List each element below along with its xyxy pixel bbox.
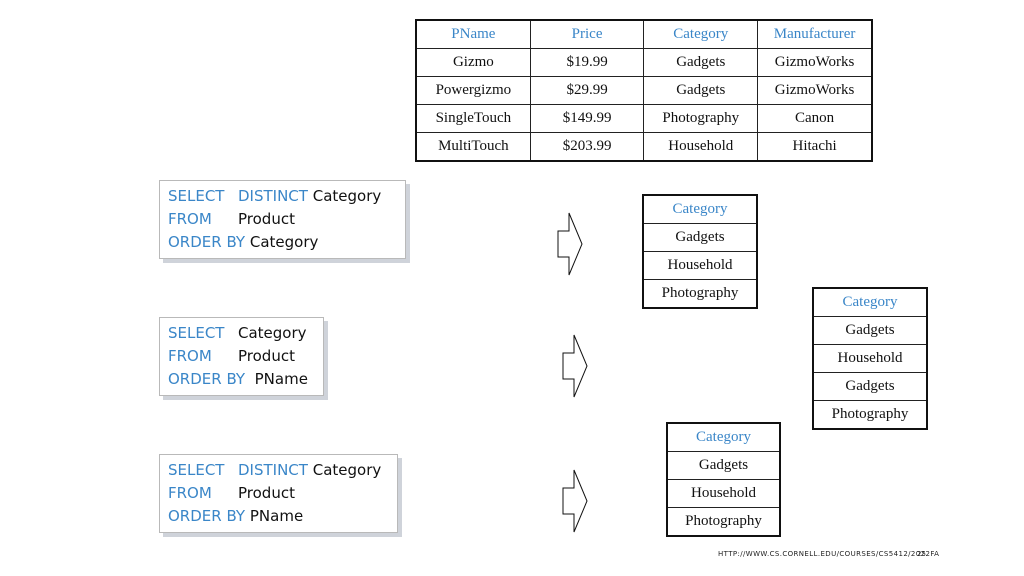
- table-cell: $149.99: [529, 104, 645, 133]
- from-table: Product: [238, 347, 295, 365]
- right-arrow-icon: [562, 469, 588, 533]
- table-header-row: Category: [666, 422, 781, 452]
- table-cell: Canon: [757, 104, 873, 133]
- column-header-category: Category: [642, 194, 758, 224]
- table-row: Gadgets: [812, 316, 928, 345]
- product-table: PName Price Category Manufacturer Gizmo …: [415, 19, 873, 162]
- table-cell: Powergizmo: [415, 76, 531, 105]
- order-line: ORDER BY PName: [168, 368, 315, 391]
- table-cell: Gadgets: [642, 223, 758, 252]
- table-cell: Photography: [643, 104, 759, 133]
- column-header-manufacturer: Manufacturer: [757, 19, 873, 49]
- table-cell: GizmoWorks: [757, 48, 873, 77]
- table-cell: $203.99: [529, 132, 645, 162]
- column-header-category: Category: [643, 19, 759, 49]
- table-row: Powergizmo $29.99 Gadgets GizmoWorks: [415, 76, 873, 105]
- column-header-pname: PName: [415, 19, 531, 49]
- select-line: SELECT Category: [168, 322, 315, 345]
- select-keyword: SELECT: [168, 461, 225, 479]
- table-row: Photography: [666, 507, 781, 537]
- table-cell: Photography: [812, 400, 928, 430]
- table-cell: $29.99: [529, 76, 645, 105]
- from-line: FROM Product: [168, 345, 315, 368]
- order-column: Category: [249, 233, 319, 251]
- select-line: SELECT DISTINCT Category: [168, 459, 389, 482]
- table-row: Gadgets: [642, 223, 758, 252]
- table-cell: Hitachi: [757, 132, 873, 162]
- table-cell: $19.99: [529, 48, 645, 77]
- column-header-category: Category: [812, 287, 928, 317]
- table-header-row: Category: [812, 287, 928, 317]
- table-row: Gizmo $19.99 Gadgets GizmoWorks: [415, 48, 873, 77]
- from-keyword: FROM: [168, 210, 212, 228]
- table-cell: Gadgets: [643, 48, 759, 77]
- order-by-keyword: ORDER BY: [168, 370, 246, 388]
- table-cell: Gadgets: [666, 451, 781, 480]
- table-cell: Gizmo: [415, 48, 531, 77]
- order-by-keyword: ORDER BY: [168, 233, 246, 251]
- distinct-keyword: DISTINCT: [238, 187, 308, 205]
- table-header-row: PName Price Category Manufacturer: [415, 19, 873, 49]
- table-row: Household: [812, 344, 928, 373]
- right-arrow-icon: [557, 212, 583, 276]
- order-by-keyword: ORDER BY: [168, 507, 246, 525]
- from-keyword: FROM: [168, 347, 212, 365]
- table-header-row: Category: [642, 194, 758, 224]
- table-row: MultiTouch $203.99 Household Hitachi: [415, 132, 873, 162]
- select-keyword: SELECT: [168, 187, 225, 205]
- column-header-category: Category: [666, 422, 781, 452]
- select-keyword: SELECT: [168, 324, 225, 342]
- from-line: FROM Product: [168, 208, 397, 231]
- table-cell: Gadgets: [812, 372, 928, 401]
- from-keyword: FROM: [168, 484, 212, 502]
- select-line: SELECT DISTINCT Category: [168, 185, 397, 208]
- result-table-3: Category Gadgets Household Photography: [666, 422, 781, 537]
- from-table: Product: [238, 210, 295, 228]
- table-row: Household: [666, 479, 781, 508]
- table-cell: Household: [642, 251, 758, 280]
- table-cell: SingleTouch: [415, 104, 531, 133]
- page-number: 25: [917, 550, 926, 558]
- query-box-2: SELECT Category FROM Product ORDER BY PN…: [159, 317, 324, 396]
- table-cell: Household: [812, 344, 928, 373]
- table-row: Photography: [642, 279, 758, 309]
- table-row: Household: [642, 251, 758, 280]
- table-cell: Household: [643, 132, 759, 162]
- query-box-1: SELECT DISTINCT Category FROM Product OR…: [159, 180, 406, 259]
- order-column: PName: [254, 370, 308, 388]
- right-arrow-icon: [562, 334, 588, 398]
- table-row: SingleTouch $149.99 Photography Canon: [415, 104, 873, 133]
- result-table-2: Category Gadgets Household Gadgets Photo…: [812, 287, 928, 430]
- table-row: Photography: [812, 400, 928, 430]
- table-row: Gadgets: [812, 372, 928, 401]
- order-line: ORDER BY Category: [168, 231, 397, 254]
- table-cell: MultiTouch: [415, 132, 531, 162]
- result-table-1: Category Gadgets Household Photography: [642, 194, 758, 309]
- footer-url: HTTP://WWW.CS.CORNELL.EDU/COURSES/CS5412…: [718, 550, 940, 558]
- column-header-price: Price: [529, 19, 645, 49]
- table-cell: GizmoWorks: [757, 76, 873, 105]
- table-cell: Gadgets: [812, 316, 928, 345]
- select-columns: Category: [312, 461, 382, 479]
- order-column: PName: [249, 507, 304, 525]
- table-cell: Household: [666, 479, 781, 508]
- distinct-keyword: DISTINCT: [238, 461, 308, 479]
- from-line: FROM Product: [168, 482, 389, 505]
- table-row: Gadgets: [666, 451, 781, 480]
- table-cell: Photography: [666, 507, 781, 537]
- from-table: Product: [238, 484, 295, 502]
- order-line: ORDER BY PName: [168, 505, 389, 528]
- table-cell: Photography: [642, 279, 758, 309]
- table-cell: Gadgets: [643, 76, 759, 105]
- select-columns: Category: [238, 324, 307, 342]
- select-columns: Category: [312, 187, 382, 205]
- query-box-3: SELECT DISTINCT Category FROM Product OR…: [159, 454, 398, 533]
